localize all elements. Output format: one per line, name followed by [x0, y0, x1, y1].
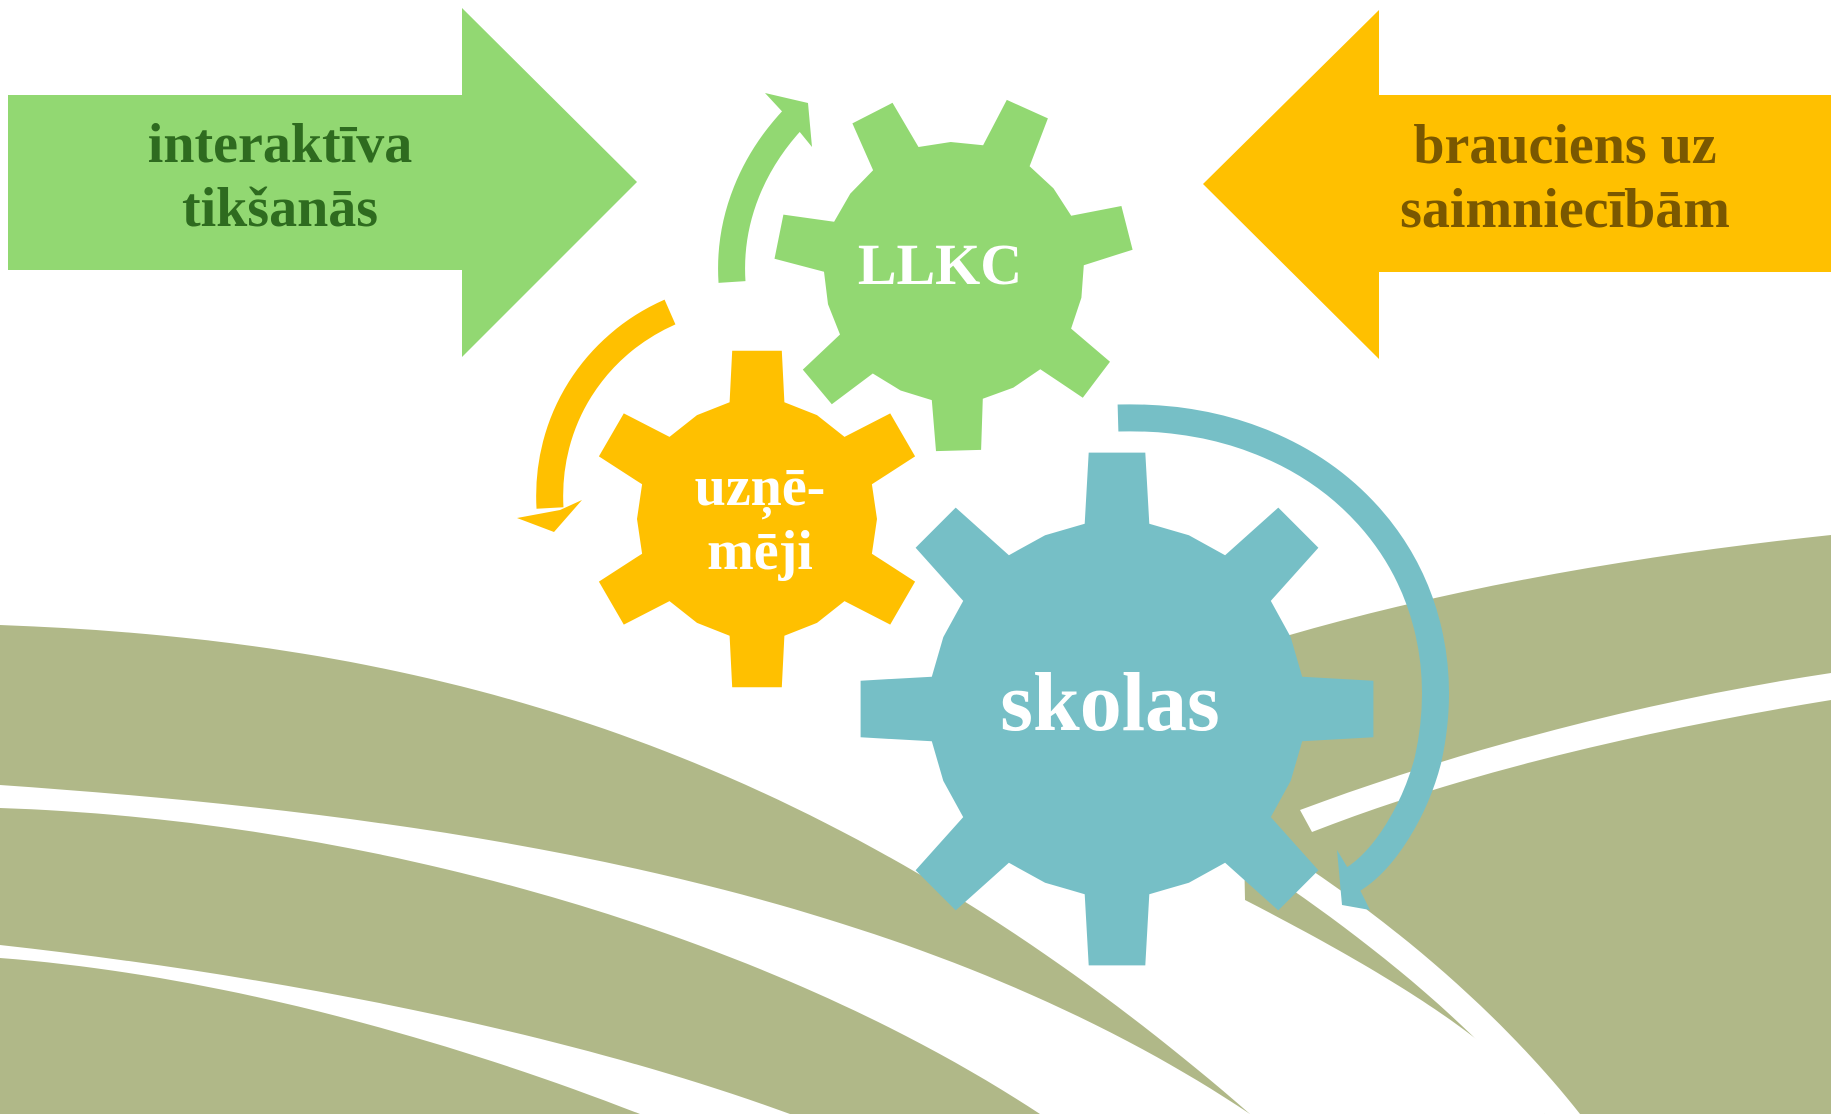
gear-llkc-shape: [774, 99, 1133, 452]
field-background: [0, 535, 1831, 1114]
arrow-label-line-1: brauciens uz: [1413, 114, 1717, 176]
gear-llkc-text: LLKC: [857, 232, 1023, 297]
arrow-label-interaktiva: interaktīva tikšanās: [70, 112, 490, 241]
cycle-arrow-teal: [1117, 404, 1449, 910]
gear-llkc: [774, 99, 1133, 452]
gear-label-uznemeji: uzņē- mēji: [650, 455, 870, 584]
gear-uznemeji-shape: [598, 350, 916, 688]
arrow-left-pointing: [1203, 10, 1831, 359]
arrow-label-line-1: interaktīva: [147, 113, 413, 175]
gear-label-llkc: LLKC: [850, 232, 1030, 299]
field-stripe-lower-left-gap: [0, 785, 1250, 1114]
gear-skolas-shape: [860, 452, 1374, 966]
gear-label-skolas: skolas: [960, 655, 1260, 752]
gear-uznemeji-line-2: mēji: [707, 520, 813, 583]
gear-skolas: [860, 452, 1374, 966]
gear-uznemeji: [598, 350, 916, 688]
field-stripe-right: [1240, 535, 1831, 1114]
gear-uznemeji-line-1: uzņē-: [694, 456, 826, 518]
arrow-label-brauciens: brauciens uz saimniecībām: [1340, 113, 1790, 242]
field-stripe-right-gap-2: [1245, 840, 1580, 1114]
gear-skolas-text: skolas: [1000, 656, 1220, 749]
arrow-right-pointing: [8, 8, 637, 357]
cycle-arrow-green: [718, 93, 812, 283]
arrow-label-line-2: tikšanās: [181, 177, 379, 240]
cycle-arrow-orange: [517, 299, 676, 532]
arrow-label-line-2: saimniecībām: [1400, 178, 1730, 241]
field-stripe-right-gap-1: [1300, 673, 1831, 832]
field-stripe-lower-left-gap-2: [0, 945, 790, 1114]
